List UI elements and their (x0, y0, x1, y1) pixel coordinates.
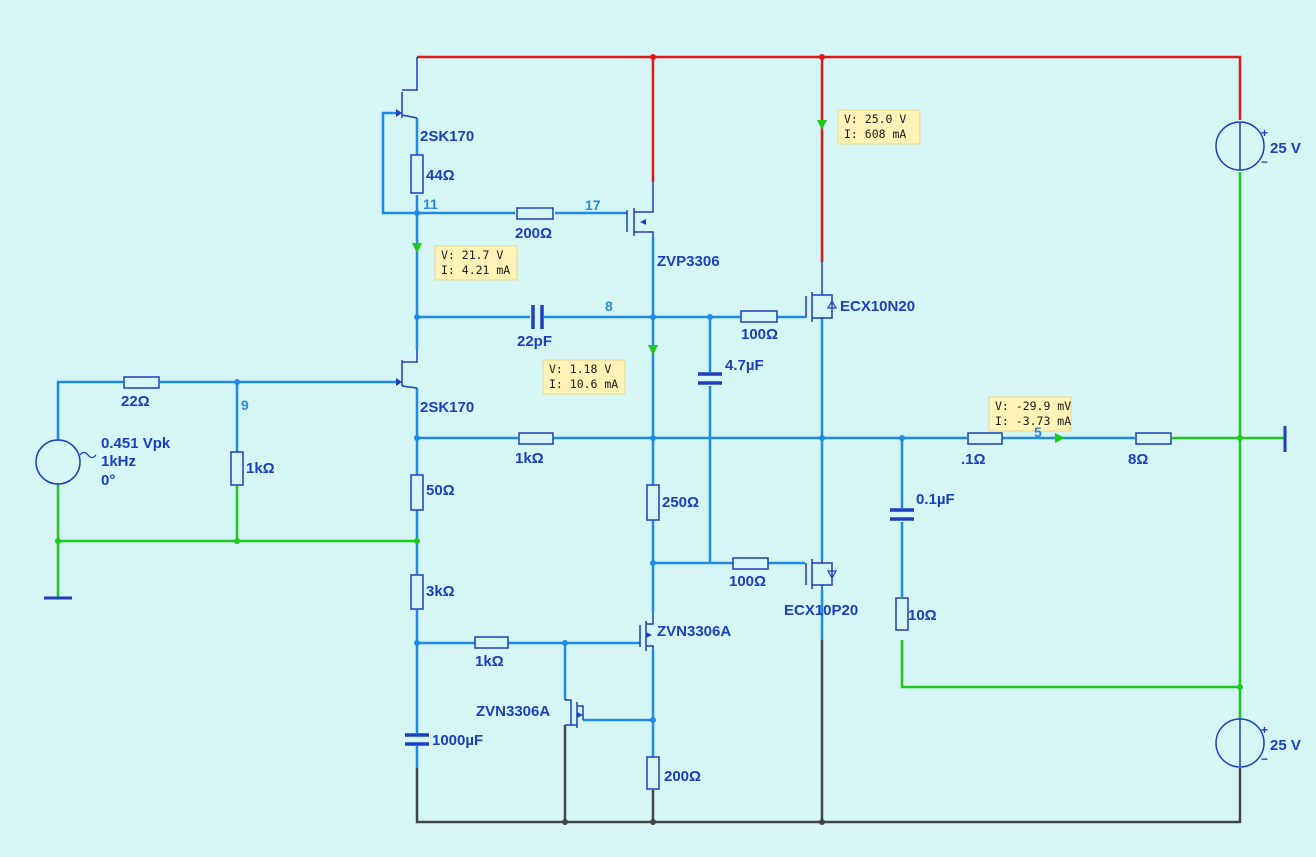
dc-supply-bottom[interactable]: + − (1215, 718, 1268, 768)
ground-wires (55, 172, 1284, 720)
probe-3[interactable]: V: 1.18 V I: 10.6 mA (542, 359, 626, 395)
probe-4-voltage: V: -29.9 mV (995, 399, 1071, 413)
label-zvn3306a-lower: ZVN3306A (476, 703, 550, 720)
label-jfet-top: 2SK170 (420, 128, 474, 145)
probe-1-voltage: V: 25.0 V (844, 112, 906, 126)
probe-2[interactable]: V: 21.7 V I: 4.21 mA (434, 245, 518, 281)
mosfet-zvp3306[interactable] (626, 182, 654, 237)
capacitor-0-1uf[interactable] (890, 508, 914, 521)
label-r-100-bottom: 100Ω (729, 573, 766, 590)
arrow-icon (648, 345, 658, 355)
probe-3-current: I: 10.6 mA (549, 377, 618, 391)
resistor-22[interactable] (123, 376, 160, 389)
resistor-10[interactable] (895, 597, 909, 631)
label-jfet-bottom: 2SK170 (420, 399, 474, 416)
label-c-22pf: 22pF (517, 333, 552, 350)
node-5: 5 (1034, 424, 1042, 440)
mosfet-zvn3306a-upper[interactable] (639, 612, 654, 651)
label-source-amplitude: 0.451 Vpk (101, 435, 171, 452)
label-c-1000uf: 1000µF (432, 732, 483, 749)
label-c-4-7uf: 4.7µF (725, 357, 764, 374)
resistor-01[interactable] (967, 432, 1003, 445)
mosfet-zvn3306a-lower[interactable] (565, 699, 584, 728)
label-r-3k: 3kΩ (426, 583, 455, 600)
positive-rail-wires (417, 54, 1242, 262)
label-supply-top: 25 V (1270, 140, 1301, 157)
resistor-1k-input[interactable] (230, 451, 244, 486)
label-r-1k-bottom: 1kΩ (475, 653, 504, 670)
label-r-250: 250Ω (662, 494, 699, 511)
arrow-icon (817, 120, 827, 130)
resistor-100-top[interactable] (740, 310, 778, 323)
node-labels: 11 17 8 9 5 (241, 196, 1042, 440)
label-r-1k-input: 1kΩ (246, 460, 275, 477)
probe-1-current: I: 608 mA (844, 127, 906, 141)
label-c-0-1uf: 0.1µF (916, 491, 955, 508)
current-arrows (412, 120, 1065, 443)
mosfet-ecx10n20[interactable] (805, 262, 838, 322)
capacitor-22pf[interactable] (531, 305, 544, 329)
node-9: 9 (241, 397, 249, 413)
label-r-50: 50Ω (426, 482, 455, 499)
dc-supply-top[interactable]: + − (1215, 121, 1268, 171)
negative-rail-wires (415, 640, 1242, 825)
resistor-50[interactable] (410, 474, 424, 511)
label-r-200-bottom: 200Ω (664, 768, 701, 785)
label-source-phase: 0° (101, 472, 115, 489)
mosfet-ecx10p20[interactable] (805, 559, 838, 590)
label-ecx10p20: ECX10P20 (784, 602, 858, 619)
capacitors[interactable] (405, 305, 914, 768)
resistor-200-top[interactable] (516, 207, 554, 220)
resistor-250[interactable] (646, 484, 660, 521)
resistor-200-bottom[interactable] (646, 756, 660, 790)
label-zvn3306a-upper: ZVN3306A (657, 623, 731, 640)
label-r-100-top: 100Ω (741, 326, 778, 343)
capacitor-1000uf[interactable] (405, 733, 429, 768)
resistors[interactable] (123, 154, 1172, 790)
probe-1[interactable]: V: 25.0 V I: 608 mA (837, 109, 921, 145)
node-8: 8 (605, 298, 613, 314)
resistor-8[interactable] (1135, 432, 1172, 445)
resistor-100-bottom[interactable] (732, 557, 769, 570)
label-r-200-top: 200Ω (515, 225, 552, 242)
label-r-44: 44Ω (426, 167, 455, 184)
resistor-1k-mid[interactable] (518, 432, 554, 445)
jfet-bottom[interactable] (396, 350, 418, 389)
resistor-3k[interactable] (410, 574, 424, 610)
probe-4-current: I: -3.73 mA (995, 414, 1071, 428)
supply-top-plus: + (1261, 126, 1268, 140)
probe-2-current: I: 4.21 mA (441, 263, 510, 277)
supply-top-minus: − (1261, 155, 1268, 169)
label-r-8: 8Ω (1128, 451, 1148, 468)
label-supply-bottom: 25 V (1270, 737, 1301, 754)
label-r-10: 10Ω (908, 607, 937, 624)
probe-4[interactable]: V: -29.9 mV I: -3.73 mA (988, 396, 1072, 432)
label-r-1k-mid: 1kΩ (515, 450, 544, 467)
label-ecx10n20: ECX10N20 (840, 298, 915, 315)
ac-signal-source[interactable] (35, 439, 97, 485)
supply-bottom-minus: − (1261, 752, 1268, 766)
label-r-22: 22Ω (121, 393, 150, 410)
label-r-0-1: .1Ω (961, 451, 986, 468)
label-source-frequency: 1kHz (101, 453, 136, 470)
jfet-top[interactable] (396, 57, 418, 119)
component-labels: 2SK170 44Ω 200Ω ZVP3306 ECX10N20 22pF 10… (101, 128, 1301, 785)
capacitor-4-7uf[interactable] (698, 372, 722, 385)
label-zvp3306: ZVP3306 (657, 253, 720, 270)
resistor-1k-bottom[interactable] (474, 636, 509, 649)
arrow-icon (1055, 433, 1065, 443)
probe-3-voltage: V: 1.18 V (549, 362, 611, 376)
probe-2-voltage: V: 21.7 V (441, 248, 503, 262)
node-17: 17 (585, 197, 601, 213)
node-11: 11 (423, 196, 438, 212)
resistor-44[interactable] (410, 154, 424, 194)
arrow-icon (412, 243, 422, 253)
supply-bottom-plus: + (1261, 723, 1268, 737)
